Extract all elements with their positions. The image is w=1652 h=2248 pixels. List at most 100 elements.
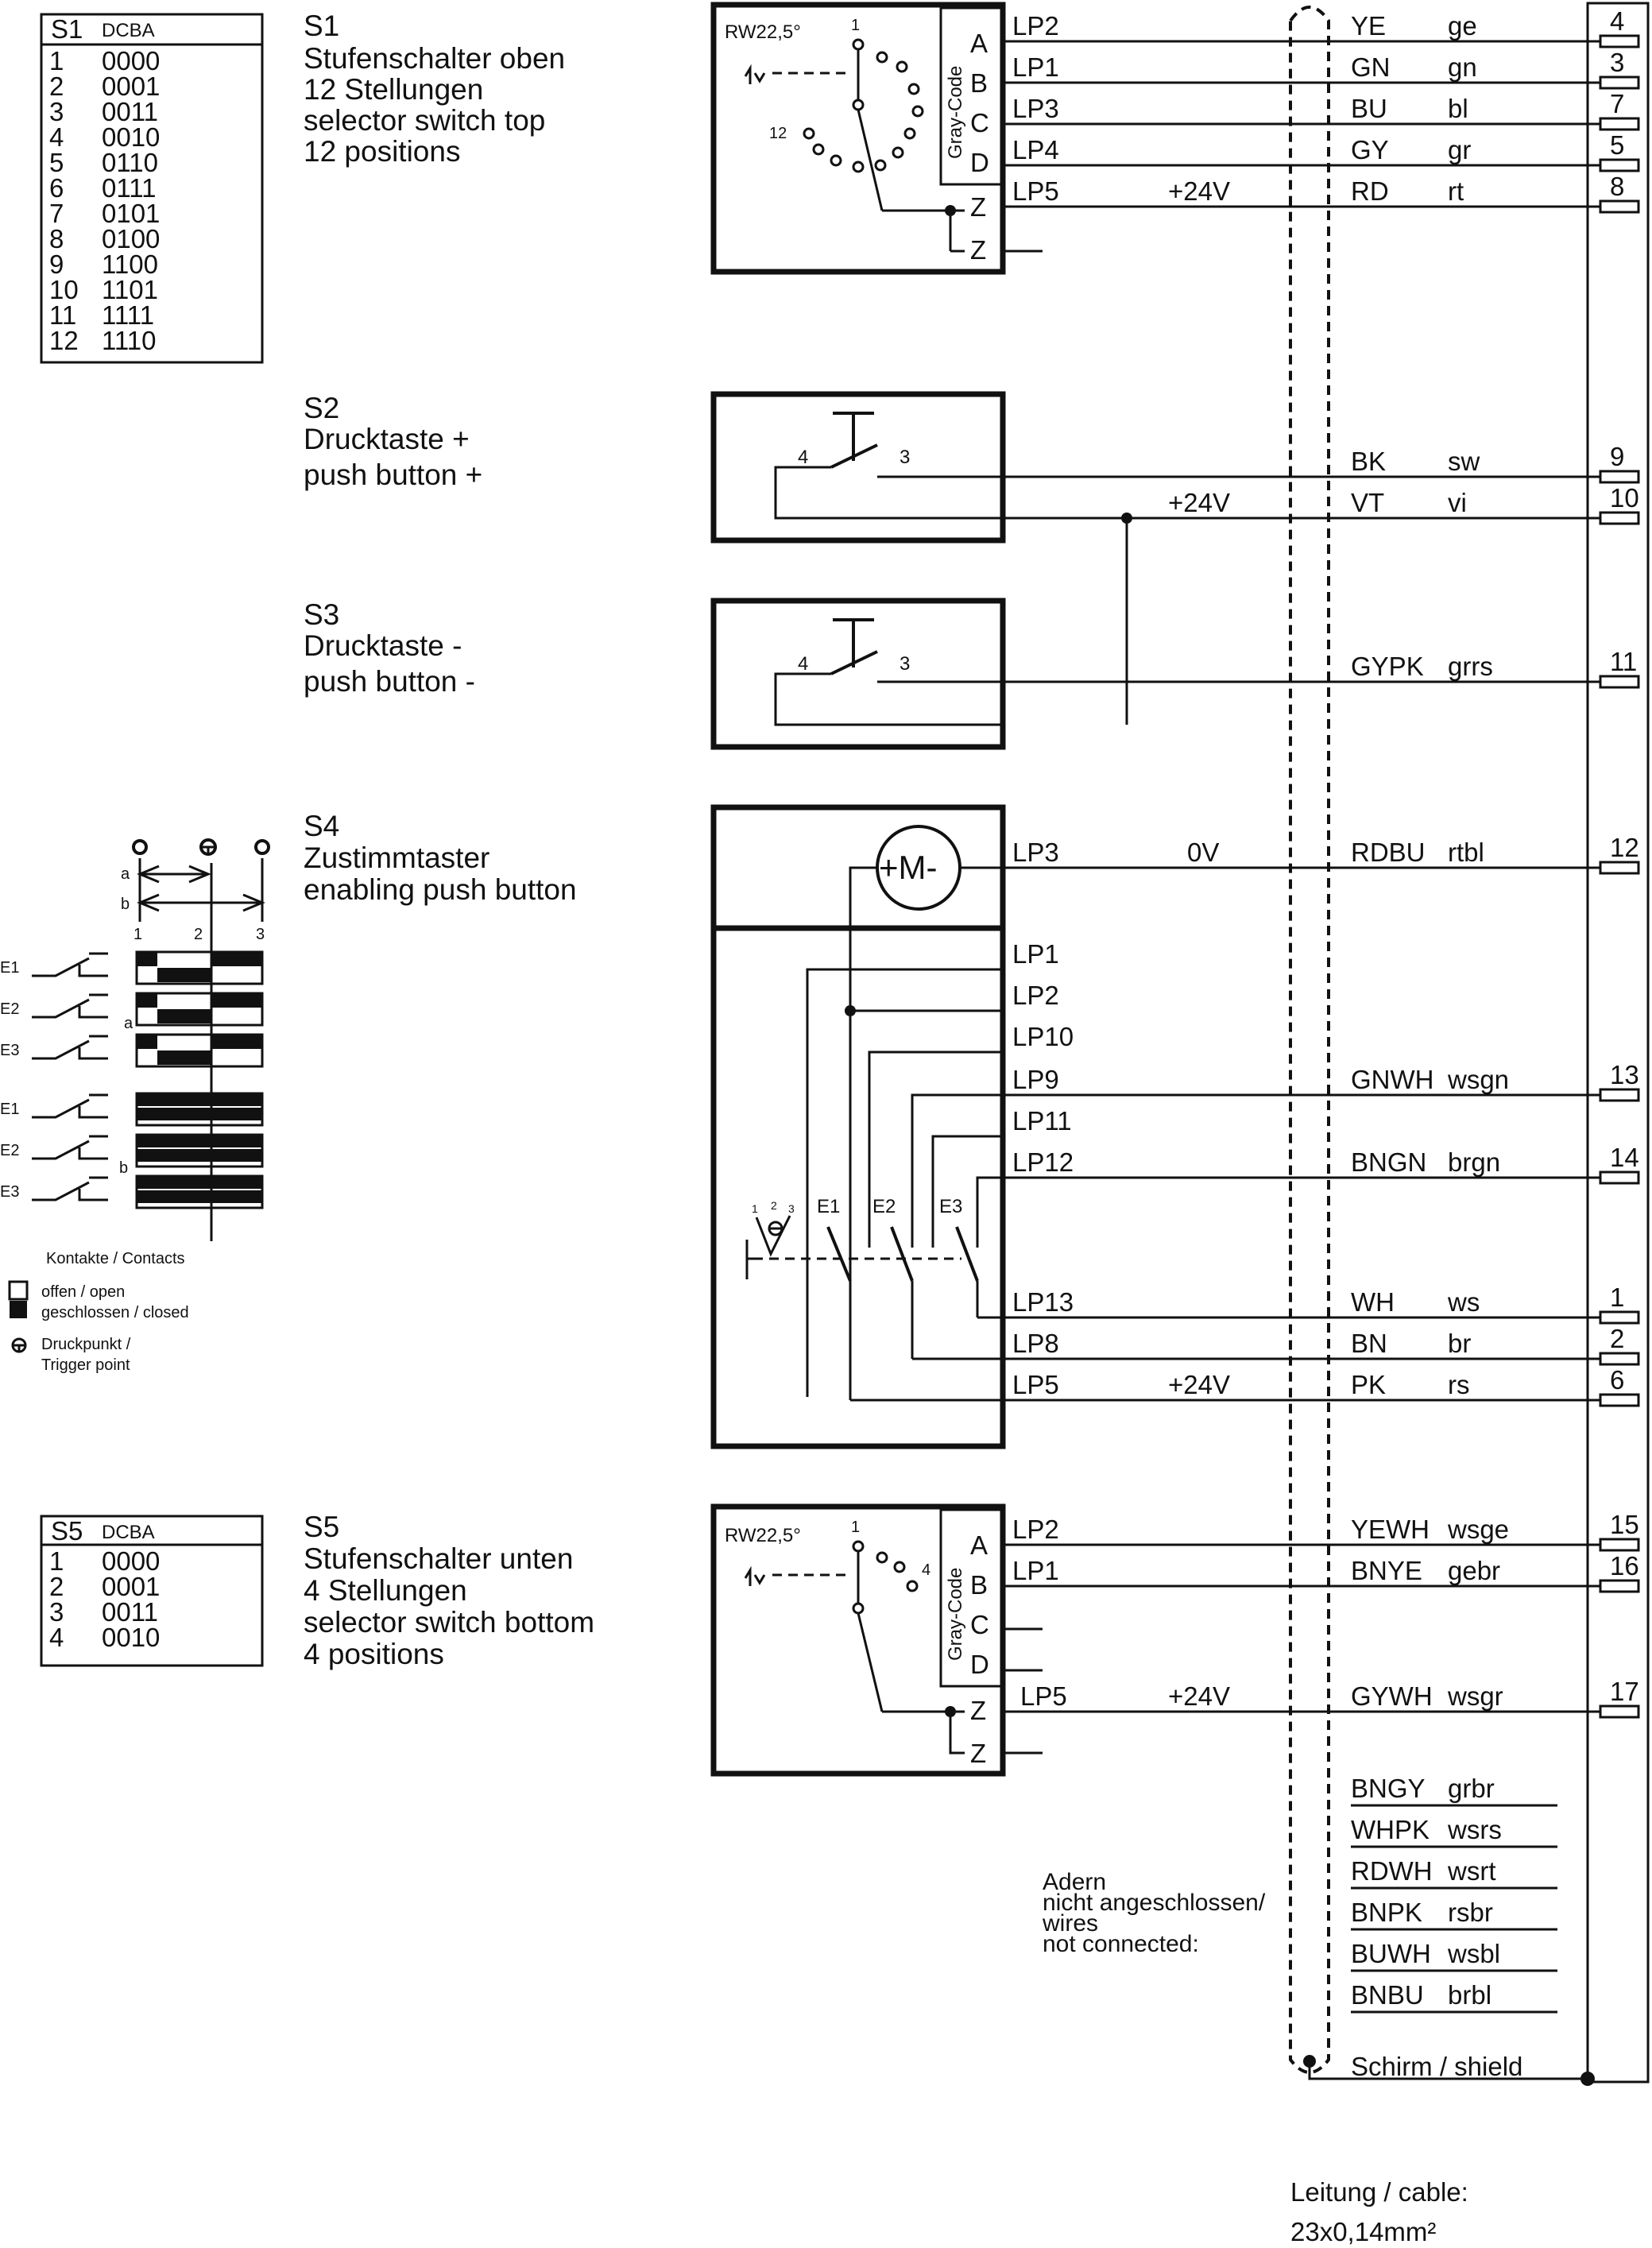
legend-open-swatch (8, 1280, 29, 1301)
wire-lp: LP1 (1012, 52, 1059, 82)
s4-contact-e2: E2 (872, 1196, 896, 1217)
s1_table-pos: 8 (49, 224, 64, 253)
uncon-code: BUWH (1351, 1939, 1431, 1968)
legend-col-1: 1 (133, 926, 142, 943)
legend-b-mid: b (119, 1159, 128, 1177)
legend-row-label: E1 (0, 1101, 19, 1118)
wire-lp: LP1 (1012, 1556, 1059, 1585)
legend-col-2: 2 (194, 926, 203, 943)
s5_table-code: 0011 (102, 1597, 158, 1627)
terminal-pin (1599, 470, 1640, 484)
s1_table-code: 0001 (102, 72, 160, 101)
terminal-pin (1599, 1352, 1640, 1366)
wire-lp: LP3 (1012, 838, 1059, 867)
wire-lp: LP2 (1012, 1515, 1059, 1544)
wire-color: ge (1448, 11, 1477, 41)
s5-description: S5 Stufenschalter unten 4 Stellungen sel… (304, 1511, 594, 1670)
wire-lp: LP9 (1012, 1065, 1059, 1094)
terminal-pin (1599, 199, 1640, 214)
terminal-number: 7 (1610, 89, 1624, 118)
uncon-color: grbr (1448, 1774, 1495, 1803)
uncon-code: RDWH (1351, 1856, 1433, 1886)
terminal-number: 2 (1610, 1324, 1624, 1353)
legend-b-top: b (121, 896, 130, 913)
s5-selector-switch: RW22,5° Gray-Code A B C D Z Z 1 4 (710, 1503, 1043, 1777)
uncon-code: BNPK (1351, 1898, 1422, 1927)
s1-description: S1 Stufenschalter oben 12 Stellungen sel… (304, 10, 565, 168)
wire-color: grrs (1448, 652, 1493, 681)
s1-line-1: Stufenschalter oben (304, 42, 565, 75)
wire-color: sw (1448, 447, 1480, 476)
uncon-label-2: nicht angeschlossen/ (1043, 1890, 1266, 1916)
s1-pos-12: 12 (769, 125, 787, 142)
terminal-pin (1599, 675, 1640, 689)
wire-voltage: +24V (1168, 1370, 1230, 1399)
wire-color: rt (1448, 176, 1464, 206)
s5_table-pos: 1 (49, 1546, 64, 1576)
terminal-pin (1599, 1310, 1640, 1325)
s1-term-z2: Z (970, 235, 986, 265)
legend-open: offen / open (41, 1283, 125, 1301)
wire-color: gn (1448, 52, 1477, 82)
s5-table-sub: DCBA (102, 1522, 155, 1543)
s1_table-pos: 2 (49, 72, 64, 101)
s5-line-1: Stufenschalter unten (304, 1542, 573, 1575)
terminal-pin (1599, 861, 1640, 875)
s1_table-code: 0000 (102, 46, 160, 75)
s1-rw-label: RW22,5° (725, 21, 801, 43)
terminal-pin (1599, 1538, 1640, 1552)
s1-term-z1: Z (970, 192, 986, 222)
terminal-strip (1586, 2, 1650, 2084)
s4-pos-3: 3 (788, 1202, 795, 1215)
s5_table-code: 0010 (102, 1623, 160, 1652)
s5-pos-4: 4 (922, 1561, 930, 1579)
s1_table-code: 0010 (102, 122, 160, 152)
s5-term-z2: Z (970, 1739, 986, 1768)
legend-trigger-2: Trigger point (41, 1356, 130, 1374)
terminal-number: 1 (1610, 1283, 1624, 1312)
s5-term-b: B (970, 1570, 988, 1600)
s3-line-1: Drucktaste - (304, 629, 462, 662)
wire-code: YE (1351, 11, 1386, 41)
terminal-pin (1599, 117, 1640, 131)
s2-id: S2 (304, 392, 339, 424)
terminal-number: 13 (1610, 1060, 1639, 1089)
terminal-number: 10 (1610, 483, 1639, 513)
wire-color: wsgn (1447, 1065, 1509, 1094)
legend-closed-swatch (10, 1301, 27, 1318)
s1_table-pos: 10 (49, 275, 79, 304)
s1_table-pos: 5 (49, 148, 64, 177)
s1-gray-code-label: Gray-Code (945, 66, 966, 159)
s4-id: S4 (304, 810, 339, 842)
wire-code: BNYE (1351, 1556, 1422, 1585)
s1_table-pos: 12 (49, 326, 79, 355)
uncon-label-1: Adern (1043, 1869, 1106, 1895)
s4-lp1: LP1 (1012, 939, 1059, 969)
s5-term-c: C (970, 1610, 989, 1639)
wire-code: GYPK (1351, 652, 1424, 681)
wire-voltage: +24V (1168, 176, 1230, 206)
uncon-label-3: wires (1042, 1910, 1098, 1937)
legend-row-label: E2 (0, 1000, 19, 1018)
s1_table-code: 0101 (102, 199, 160, 228)
s5_table-code: 0001 (102, 1572, 160, 1601)
s3-term-4: 4 (798, 653, 808, 675)
s1_table-pos: 6 (49, 173, 64, 203)
wire-color: bl (1448, 94, 1468, 123)
s4-contact-e3: E3 (939, 1196, 962, 1217)
s1_table-pos: 4 (49, 122, 64, 152)
terminal-pin (1599, 1704, 1640, 1719)
wire-color: ws (1447, 1287, 1480, 1317)
terminal-pin (1599, 1393, 1640, 1407)
wire-lp: LP2 (1012, 11, 1059, 41)
wire-voltage: +24V (1168, 488, 1230, 517)
terminal-number: 11 (1610, 647, 1637, 676)
s1_table-pos: 1 (49, 46, 64, 75)
wire-code: BK (1351, 447, 1386, 476)
terminal-number: 16 (1610, 1551, 1639, 1581)
s5-term-d: D (970, 1650, 989, 1679)
s1_table-code: 1101 (102, 275, 158, 304)
